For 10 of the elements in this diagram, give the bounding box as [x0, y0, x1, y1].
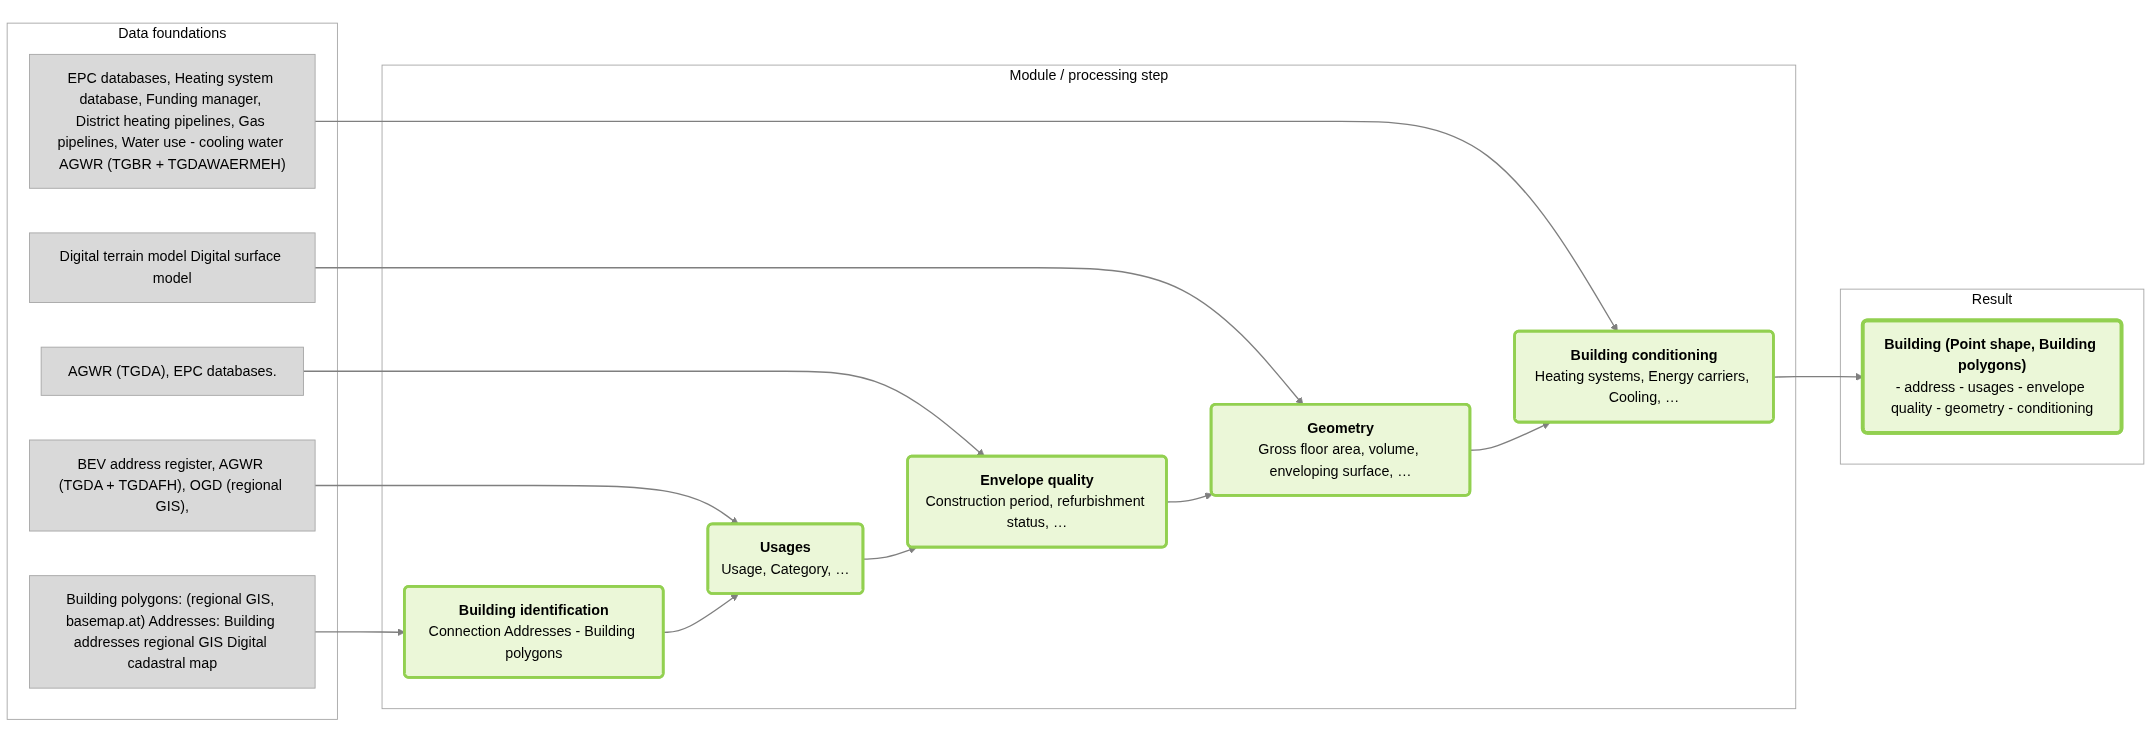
node-box: EPC databases, Heating system database, Funding manager, District heating pipelines, Gas pipelines, Water use - cooling water AGWR (TGBR + TGDAWAERMEH) [29, 53, 316, 189]
node-box: BEV address register, AGWR (TGDA + TGDAFH), OGD (regional GIS), [29, 439, 316, 532]
arrow [862, 545, 917, 560]
arrow [663, 593, 739, 633]
node-box: Building polygons: (regional GIS, basemap.at) Addresses: Building addresses regional GIS Digital cadastral map [29, 574, 316, 689]
arrow [314, 266, 1304, 405]
arrow [1166, 492, 1213, 503]
node-box: AGWR (TGDA), EPC databases. [40, 346, 304, 396]
arrow [1469, 421, 1551, 451]
node-box: Digital terrain model Digital surface model [29, 232, 316, 303]
